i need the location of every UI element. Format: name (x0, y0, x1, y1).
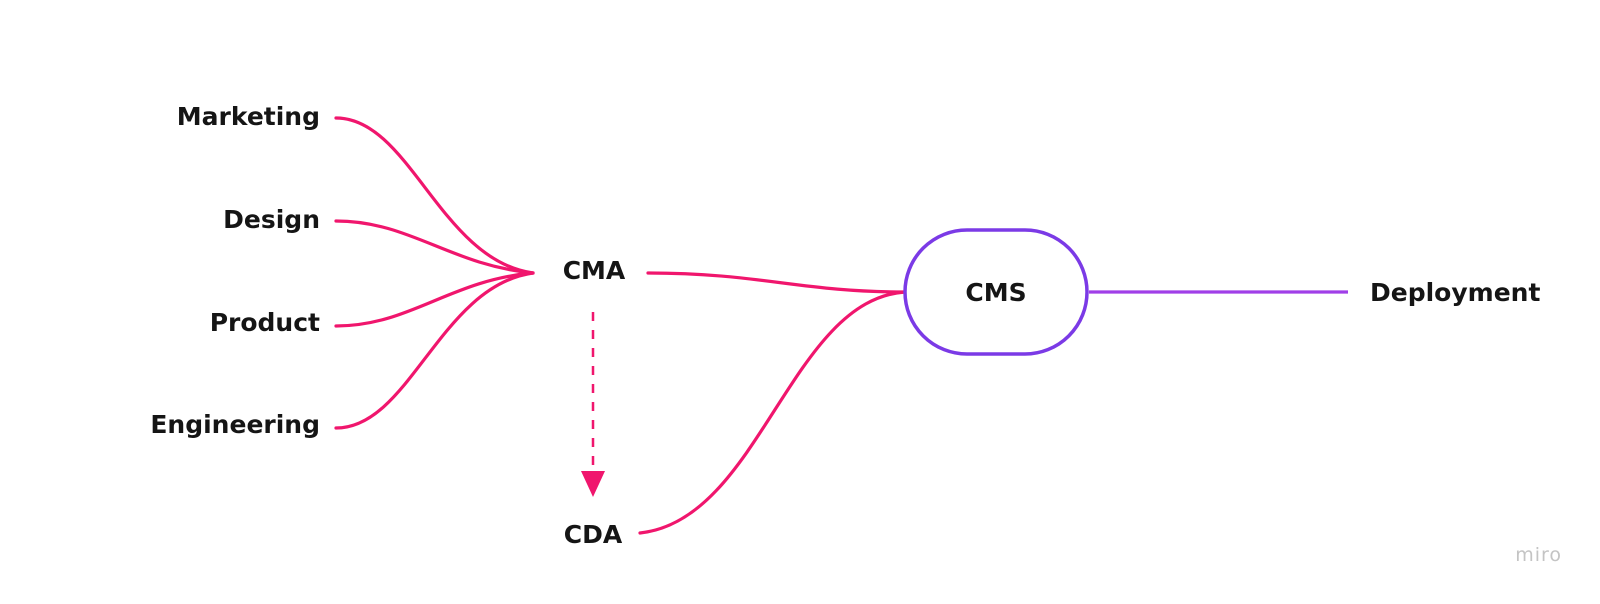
edge-product-cma[interactable] (334, 271, 535, 328)
edge-design-cma[interactable] (334, 219, 535, 275)
node-product[interactable]: Product (210, 308, 320, 337)
node-marketing[interactable]: Marketing (177, 102, 320, 131)
node-cms-shape[interactable] (903, 228, 1089, 356)
node-cda[interactable]: CDA (564, 520, 623, 549)
miro-watermark: miro (1515, 544, 1562, 566)
node-cms[interactable]: CMS (965, 278, 1026, 307)
arrowhead-down-icon (581, 471, 605, 497)
edge-engineering-cma[interactable] (334, 271, 535, 430)
edge-cda-cms[interactable] (638, 290, 907, 535)
node-deployment[interactable]: Deployment (1370, 278, 1540, 307)
node-cma[interactable]: CMA (563, 256, 626, 285)
edge-marketing-cma[interactable] (334, 116, 535, 275)
node-engineering[interactable]: Engineering (150, 410, 320, 439)
edge-cma-cms[interactable] (646, 271, 907, 294)
node-design[interactable]: Design (223, 205, 320, 234)
